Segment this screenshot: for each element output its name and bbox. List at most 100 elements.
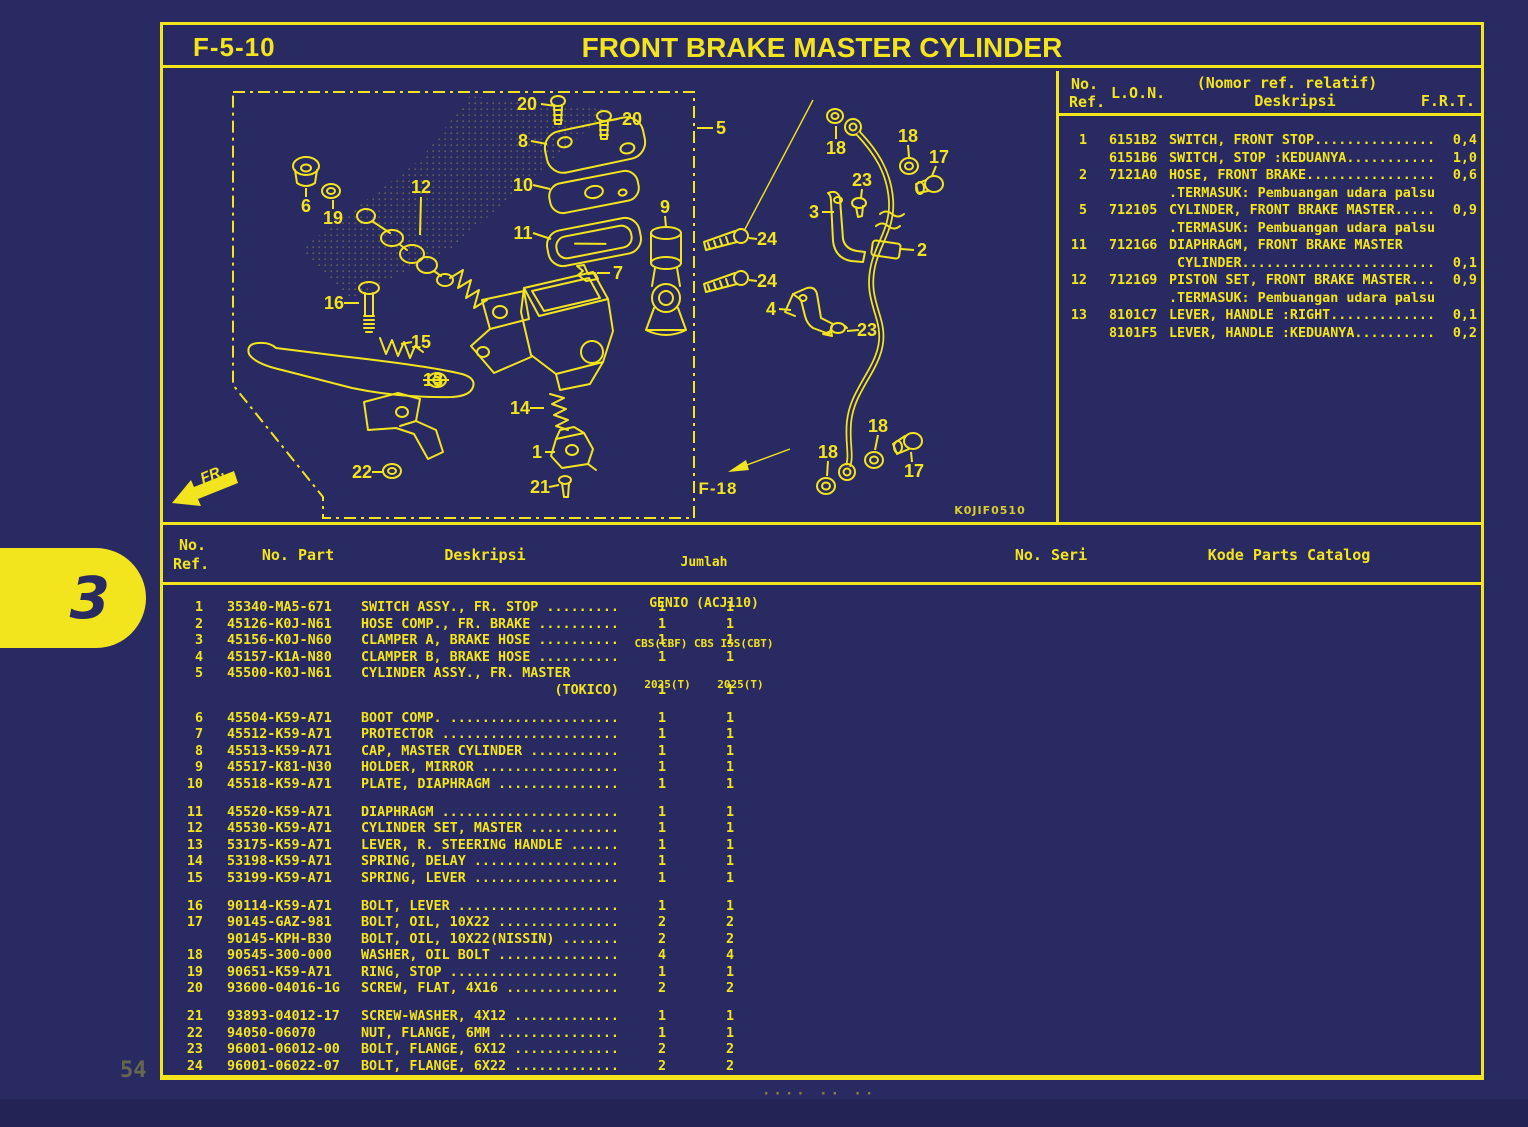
parts-header-seri: No. Seri <box>1014 546 1088 564</box>
parts-cell-ref: 8 <box>194 743 203 759</box>
callout-3: 3 <box>809 202 819 222</box>
parts-cell-desc: BOLT, FLANGE, 6X22 ............. <box>361 1058 619 1074</box>
parts-cell-qty-cbt: 4 <box>725 948 735 964</box>
lon-cell-code: 7121A0 <box>1109 168 1158 183</box>
parts-cell-partno <box>227 683 359 700</box>
callout-23: 23 <box>857 320 877 340</box>
parts-cell-desc: BOLT, OIL, 10X22 ............... <box>361 915 619 931</box>
callout-24: 24 <box>757 229 777 249</box>
callout-leader <box>826 460 829 477</box>
flange-screw-23-top <box>851 197 867 218</box>
callout-9: 9 <box>660 197 670 217</box>
section-number: 3 <box>69 564 110 632</box>
parts-cell-ref: 13 <box>186 837 203 853</box>
parts-header-years: 2025(T) 2025(T) <box>644 677 764 691</box>
lon-row: 8101F5 LEVER, HANDLE :KEDUANYA.......... 0… <box>1063 325 1477 343</box>
parts-cell-qty-cbt: 1 <box>725 616 735 632</box>
lon-cell-ref: 12 <box>1070 273 1087 288</box>
parts-header-model: GENIO (ACJ110) <box>649 595 759 611</box>
oil-bolt-17-top <box>915 175 944 195</box>
parts-cell-desc: PLATE, DIAPHRAGM ............... <box>361 776 619 792</box>
switch-screw <box>558 475 572 498</box>
banjo-top <box>844 118 862 136</box>
parts-cell-ref <box>163 683 203 700</box>
callout-11: 11 <box>513 223 532 243</box>
parts-table-header: No. Ref. No. Part Deskripsi Jumlah GENIO… <box>163 528 1481 691</box>
title-bar: F-5-10 FRONT BRAKE MASTER CYLINDER <box>163 25 1481 68</box>
fr-direction-arrow <box>172 471 238 506</box>
parts-cell-qty-cbt: 2 <box>725 915 735 931</box>
parts-cell-ref: 18 <box>186 948 203 964</box>
parts-cell-qty-cbt: 1 <box>725 649 735 665</box>
parts-cell-qty-cbt: 1 <box>725 1009 735 1025</box>
parts-cell-qty-cbf: 1 <box>657 821 667 837</box>
oil-washer-18-top <box>826 108 844 124</box>
lon-header-note: (Nomor ref. relatif) <box>1196 74 1378 92</box>
flange-bolt-24-bottom <box>703 270 749 293</box>
parts-cell-desc: CAP, MASTER CYLINDER ........... <box>361 743 619 759</box>
parts-cell-qty-cbf: 1 <box>657 616 667 632</box>
parts-cell-partno: 53199-K59-A71 <box>227 870 332 886</box>
lon-cell-desc: CYLINDER........................ <box>1169 255 1436 271</box>
parts-cell-desc: (TOKICO) <box>361 682 619 698</box>
parts-cell-qty-cbf: 1 <box>657 743 667 759</box>
callout-leader <box>778 308 792 311</box>
parts-cell-ref: 23 <box>186 1042 203 1058</box>
lon-cell-desc: .TERMASUK: Pembuangan udara palsu <box>1169 185 1436 201</box>
lon-cell-frt: 0,2 <box>1452 325 1477 341</box>
callout-21: 21 <box>530 477 550 497</box>
parts-cell-qty-cbf: 1 <box>657 600 667 615</box>
parts-cell-qty-cbt: 1 <box>725 870 735 886</box>
lon-cell-ref <box>1063 325 1087 343</box>
flat-screws-20 <box>550 95 612 140</box>
flange-bolt-24-top <box>703 228 749 251</box>
parts-cell-desc: BOOT COMP. ..................... <box>361 710 619 726</box>
lon-cell-code: 7121G9 <box>1109 273 1158 288</box>
callout-19: 19 <box>323 208 343 228</box>
parts-header-no: No. <box>179 536 207 554</box>
parts-header-deskripsi: Deskripsi <box>444 546 526 564</box>
page-title: FRONT BRAKE MASTER CYLINDER <box>581 32 1063 63</box>
callout-17: 17 <box>904 461 924 481</box>
lon-cell-frt: 0,1 <box>1452 308 1477 323</box>
hose-clamp-band <box>870 239 902 260</box>
parts-cell-ref: 24 <box>186 1058 203 1074</box>
parts-cell-ref: 12 <box>186 821 203 837</box>
parts-cell-qty-cbt: 1 <box>725 854 735 870</box>
parts-cell-qty-cbf: 4 <box>657 948 667 964</box>
callout-10: 10 <box>513 175 533 195</box>
callout-18: 18 <box>826 138 846 158</box>
parts-cell-qty-cbf: 1 <box>657 837 667 853</box>
lon-cell-desc: LEVER, HANDLE :KEDUANYA.......... <box>1169 325 1436 341</box>
parts-cell-desc: CLAMPER A, BRAKE HOSE .......... <box>361 633 619 649</box>
parts-cell-qty-cbf <box>633 666 691 683</box>
catalog-page-frame: F-5-10 FRONT BRAKE MASTER CYLINDER <box>160 22 1484 1080</box>
lon-cell-desc: LEVER, HANDLE :RIGHT............. <box>1169 308 1436 323</box>
parts-cell-partno: 90114-K59-A71 <box>227 898 332 914</box>
parts-cell-ref: 16 <box>186 898 203 914</box>
mirror-holder <box>645 226 687 336</box>
parts-cell-qty-cbt: 1 <box>725 821 735 837</box>
parts-cell-ref: 5 <box>194 666 203 682</box>
callout-6: 6 <box>301 196 311 216</box>
callout-leader <box>874 434 879 451</box>
callout-20: 20 <box>517 94 537 114</box>
lon-cell-ref: 13 <box>1070 308 1087 323</box>
lon-cell-code: 8101F5 <box>1109 325 1158 341</box>
lon-row: .TERMASUK: Pembuangan udara palsu <box>1063 185 1477 203</box>
parts-cell-qty-cbt: 1 <box>725 682 735 698</box>
parts-cell-desc: HOLDER, MIRROR ................. <box>361 760 619 776</box>
parts-cell-qty-cbf: 2 <box>657 1058 667 1074</box>
parts-cell-qty-cbf: 1 <box>657 633 667 649</box>
lon-cell-frt: 0,4 <box>1452 133 1477 148</box>
